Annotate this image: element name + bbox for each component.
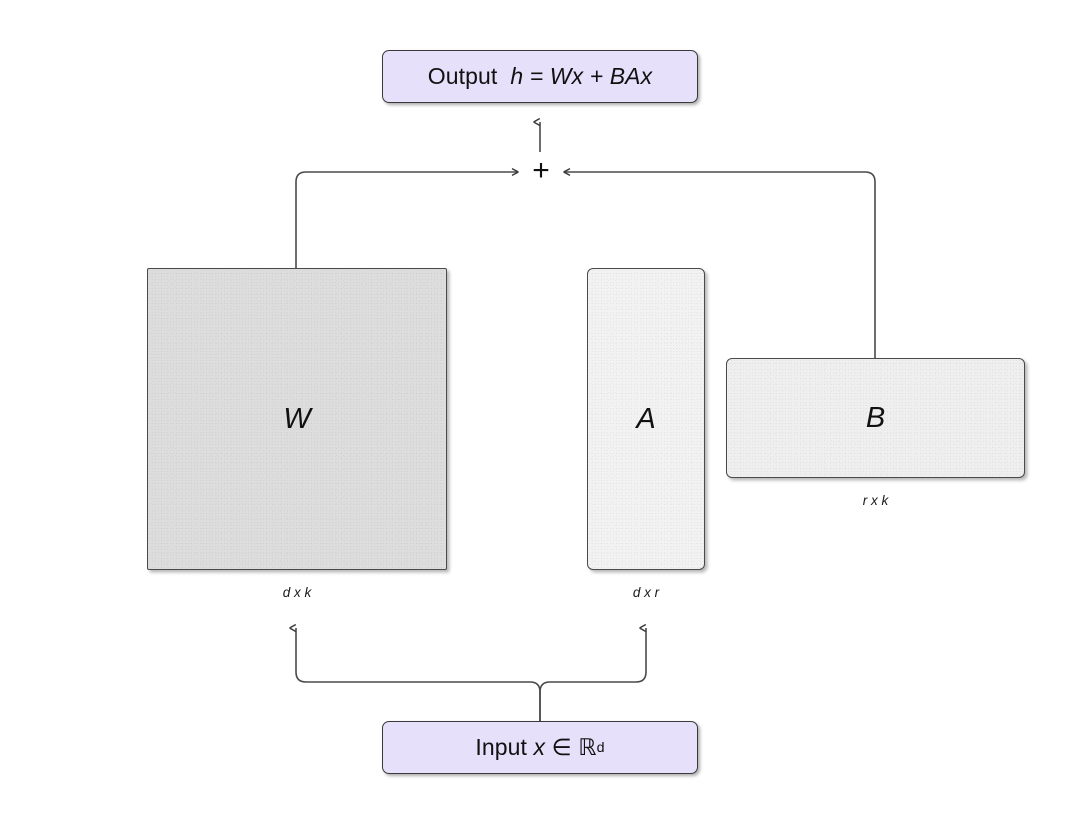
- output-node[interactable]: Output h = Wx + BAx: [382, 50, 698, 103]
- input-relation-label: ∈: [545, 734, 579, 760]
- output-equation-label: h = Wx + BAx: [510, 63, 653, 89]
- matrix-w-block[interactable]: W: [147, 268, 447, 570]
- matrix-b-label: B: [865, 401, 886, 434]
- matrix-a-dimension-label: d x r: [632, 585, 660, 600]
- matrix-a-label: A: [636, 402, 656, 435]
- plus-symbol: +: [532, 154, 550, 187]
- matrix-a-block[interactable]: A: [587, 268, 705, 570]
- matrix-w-label: W: [283, 402, 311, 435]
- matrix-b-block[interactable]: B: [726, 358, 1025, 478]
- input-prefix-label: Input: [475, 734, 534, 760]
- edge-w-to-sum: [295, 167, 519, 268]
- input-variable-label: x: [533, 734, 546, 760]
- input-space-label: ℝ: [578, 734, 597, 760]
- edge-input-to-matrices: [289, 623, 647, 721]
- output-prefix-label: Output: [427, 63, 511, 89]
- sum-junction-operator: +: [528, 156, 554, 186]
- matrix-w-dimension-label: d x k: [282, 585, 312, 600]
- matrix-b-dimension-label: r x k: [862, 493, 889, 508]
